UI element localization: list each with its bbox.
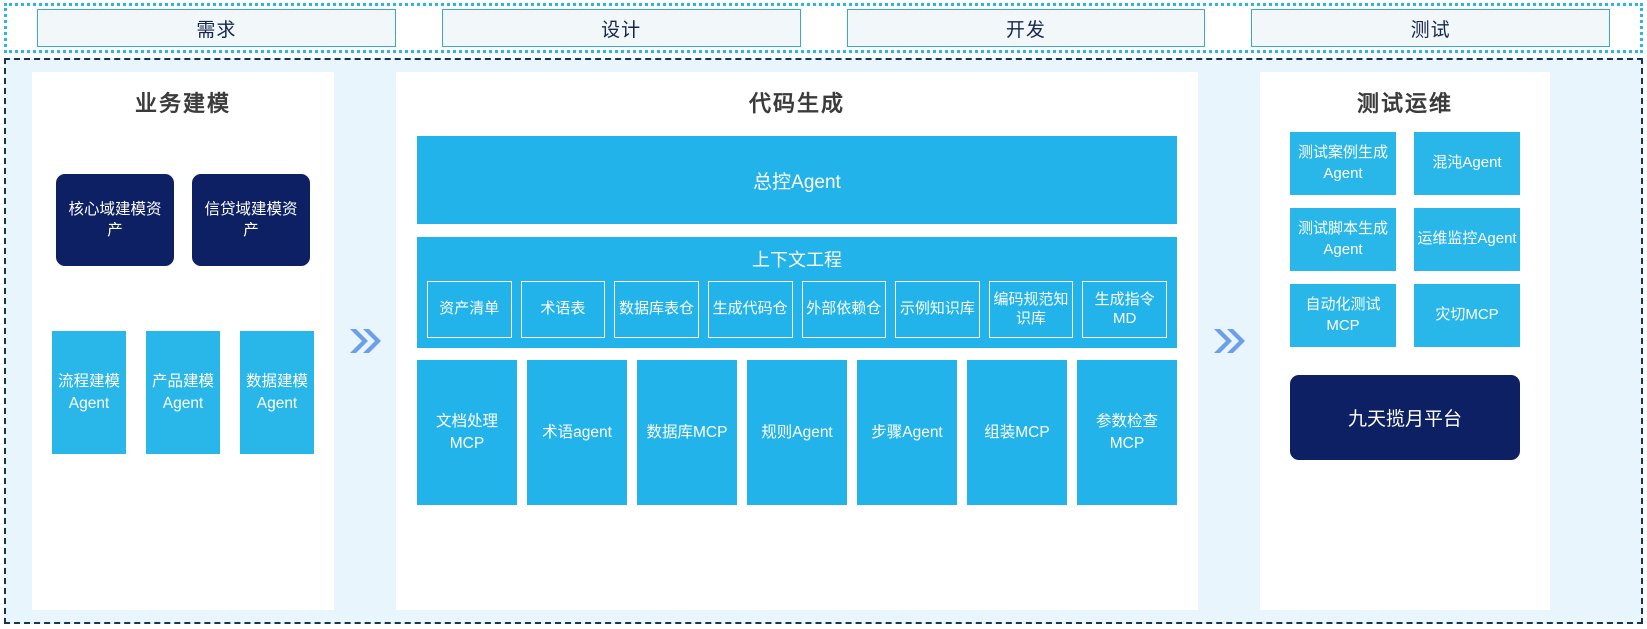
master-control-agent-label: 总控Agent (753, 171, 841, 193)
phase-strip: 需求 设计 开发 测试 (4, 3, 1643, 53)
context-cell-generated-code-repo[interactable]: 生成代码仓 (707, 281, 793, 338)
phase-box-development[interactable]: 开发 (846, 9, 1206, 47)
tool-label: 参数检查MCP (1095, 412, 1158, 452)
master-control-agent[interactable]: 总控Agent (417, 136, 1177, 224)
panel-test-operations: 测试运维 测试案例生成Agent 混沌Agent 测试脚本生成Agent 运维监… (1260, 72, 1550, 610)
context-cell-label: 编码规范知识库 (993, 290, 1069, 327)
panel-title: 业务建模 (134, 91, 231, 116)
context-cell-label: 资产清单 (439, 300, 500, 318)
ops-box-label: 灾切MCP (1435, 306, 1499, 324)
context-cell-db-table-repo[interactable]: 数据库表仓 (614, 281, 699, 338)
phase-label: 开发 (1005, 19, 1046, 41)
tool-database-mcp[interactable]: 数据库MCP (637, 360, 737, 505)
ops-disaster-switch-mcp[interactable]: 灾切MCP (1414, 284, 1520, 347)
context-cell-label: 外部依赖仓 (806, 300, 882, 318)
phase-label: 测试 (1410, 19, 1451, 41)
ops-chaos-agent[interactable]: 混沌Agent (1414, 132, 1520, 195)
context-engineering-title: 上下文工程 (752, 250, 842, 270)
ops-box-label: 运维监控Agent (1417, 230, 1517, 248)
tool-glossary-agent[interactable]: 术语agent (527, 360, 627, 505)
ops-automated-test-mcp[interactable]: 自动化测试MCP (1290, 284, 1396, 347)
asset-card-credit-domain[interactable]: 信贷域建模资产 (192, 174, 310, 266)
phase-label: 需求 (196, 19, 237, 41)
tool-label: 文档处理MCP (435, 412, 498, 452)
connector-arrow-left (334, 72, 396, 610)
tool-label: 数据库MCP (646, 423, 728, 441)
context-cell-label: 术语表 (540, 300, 586, 318)
connector-arrow-right (1198, 72, 1260, 610)
phase-box-requirements[interactable]: 需求 (37, 9, 396, 47)
context-cell-asset-list[interactable]: 资产清单 (427, 281, 512, 338)
ops-box-label: 测试案例生成Agent (1297, 144, 1388, 182)
panel-title: 测试运维 (1356, 91, 1453, 116)
context-engineering-block: 上下文工程 资产清单 术语表 数据库表仓 生成代码仓 (417, 237, 1177, 348)
center-content: 总控Agent 上下文工程 资产清单 术语表 数据库表仓 (396, 118, 1198, 505)
context-cell-example-knowledge-base[interactable]: 示例知识库 (895, 281, 980, 338)
tool-label: 组装MCP (984, 423, 1050, 441)
panel-code-generation: 代码生成 总控Agent 上下文工程 资产清单 术语表 (396, 72, 1198, 610)
agent-data-modeling[interactable]: 数据建模Agent (240, 331, 314, 454)
context-cell-label: 生成指令MD (1094, 290, 1155, 327)
ops-box-label: 自动化测试MCP (1305, 296, 1381, 334)
tool-label: 步骤Agent (871, 423, 943, 441)
panel-title: 代码生成 (748, 91, 845, 116)
double-chevron-right-icon (348, 326, 382, 356)
platform-label: 九天揽月平台 (1347, 409, 1462, 430)
ops-box-group: 测试案例生成Agent 混沌Agent 测试脚本生成Agent 运维监控Agen… (1290, 132, 1520, 347)
asset-card-group: 核心域建模资产 信贷域建模资产 (56, 174, 310, 266)
tool-step-agent[interactable]: 步骤Agent (857, 360, 957, 505)
agent-label: 数据建模Agent (245, 372, 308, 412)
context-cell-coding-standard-knowledge-base[interactable]: 编码规范知识库 (988, 281, 1074, 338)
modeling-agent-group: 流程建模Agent 产品建模Agent 数据建模Agent (52, 331, 314, 454)
main-area: 业务建模 核心域建模资产 信贷域建模资产 流程建模Agent 产品建模Agent… (4, 58, 1643, 624)
context-cell-glossary[interactable]: 术语表 (520, 281, 606, 338)
panel-business-modeling: 业务建模 核心域建模资产 信贷域建模资产 流程建模Agent 产品建模Agent… (32, 72, 334, 610)
tool-label: 规则Agent (761, 423, 833, 441)
context-cell-group: 资产清单 术语表 数据库表仓 生成代码仓 外部依赖仓 (417, 281, 1177, 338)
context-cell-generation-instruction-md[interactable]: 生成指令MD (1082, 281, 1167, 338)
asset-card-core-domain[interactable]: 核心域建模资产 (56, 174, 174, 266)
ops-monitoring-agent[interactable]: 运维监控Agent (1414, 208, 1520, 271)
ops-box-label: 测试脚本生成Agent (1297, 220, 1388, 258)
agent-product-modeling[interactable]: 产品建模Agent (146, 331, 220, 454)
context-cell-label: 数据库表仓 (619, 300, 695, 318)
tool-parameter-check-mcp[interactable]: 参数检查MCP (1077, 360, 1177, 505)
phase-box-testing[interactable]: 测试 (1251, 9, 1610, 47)
tool-rule-agent[interactable]: 规则Agent (747, 360, 847, 505)
asset-card-label: 信贷域建模资产 (204, 200, 298, 239)
phase-box-design[interactable]: 设计 (441, 9, 801, 47)
agent-label: 流程建模Agent (57, 372, 120, 412)
context-cell-label: 示例知识库 (899, 300, 975, 318)
ops-test-script-generation-agent[interactable]: 测试脚本生成Agent (1290, 208, 1396, 271)
tool-box-group: 文档处理MCP 术语agent 数据库MCP 规则Agent 步骤Agent (417, 360, 1177, 505)
ops-box-label: 混沌Agent (1432, 154, 1502, 172)
ops-test-case-generation-agent[interactable]: 测试案例生成Agent (1290, 132, 1396, 195)
tool-label: 术语agent (542, 423, 612, 441)
tool-document-processing-mcp[interactable]: 文档处理MCP (417, 360, 517, 505)
asset-card-label: 核心域建模资产 (68, 200, 162, 239)
double-chevron-right-icon (1212, 326, 1246, 356)
tool-assembly-mcp[interactable]: 组装MCP (967, 360, 1067, 505)
context-cell-external-dependency-repo[interactable]: 外部依赖仓 (801, 281, 887, 338)
context-cell-label: 生成代码仓 (712, 300, 788, 318)
agent-label: 产品建模Agent (151, 372, 214, 412)
platform-jiutian-lanyue[interactable]: 九天揽月平台 (1290, 375, 1520, 460)
phase-label: 设计 (601, 19, 642, 41)
agent-process-modeling[interactable]: 流程建模Agent (52, 331, 126, 454)
